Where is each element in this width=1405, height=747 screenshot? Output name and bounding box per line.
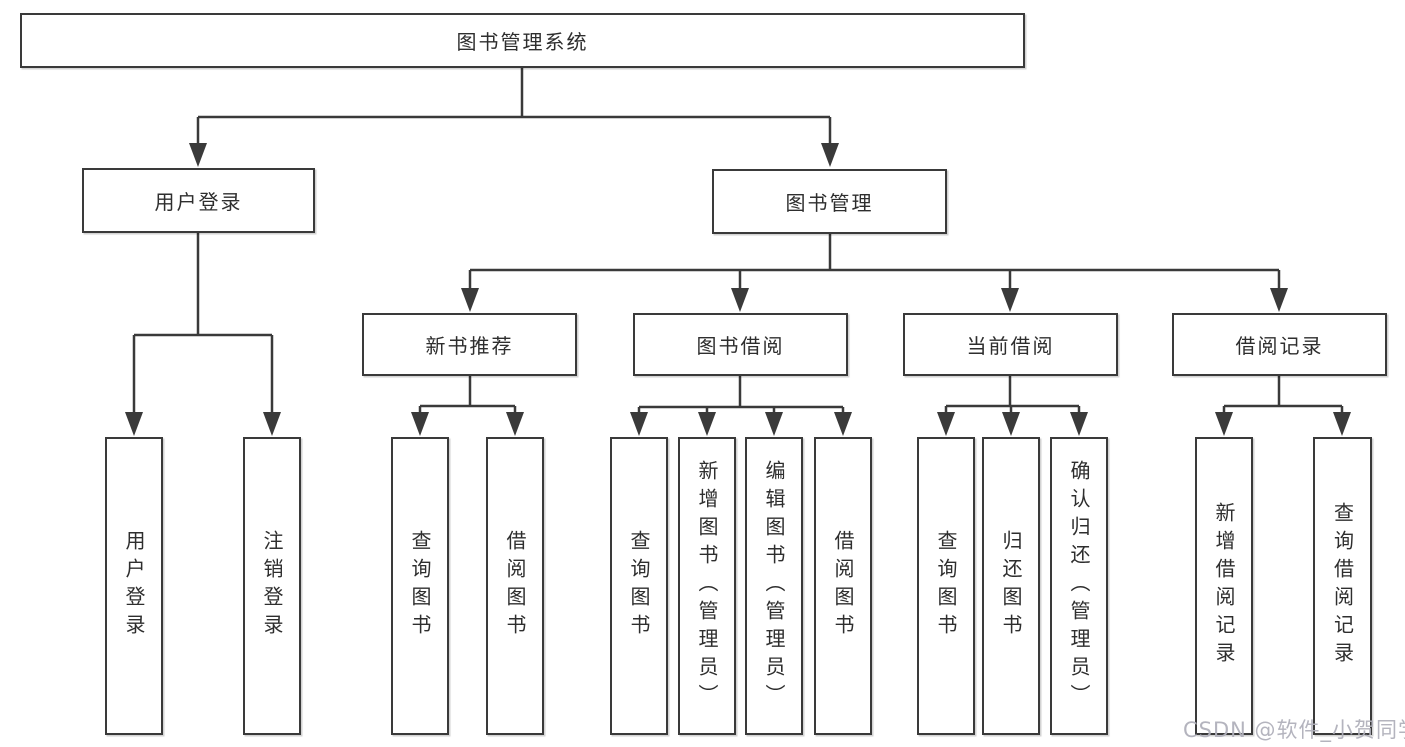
leaf-logout-login: 注销登录 [243, 437, 301, 735]
arrowheads [125, 143, 1351, 436]
leaf-logout-login-label: 注销登录 [260, 530, 284, 642]
leaf-newbook-borrow-books-label: 借阅图书 [503, 530, 527, 642]
node-new-book-recommend: 新书推荐 [362, 313, 577, 376]
leaf-borrow-edit-books-admin-label: 编辑图书（管理员） [762, 460, 786, 712]
leaf-borrow-query-books-label: 查询图书 [627, 530, 651, 642]
leaf-borrow-add-books-admin-label: 新增图书（管理员） [695, 460, 719, 712]
connector-lines [132, 68, 1344, 414]
node-current-borrow: 当前借阅 [903, 313, 1118, 376]
leaf-borrow-add-books-admin: 新增图书（管理员） [678, 437, 736, 735]
leaf-current-return-books-label: 归还图书 [999, 530, 1023, 642]
node-user-login: 用户登录 [82, 168, 315, 233]
leaf-current-confirm-return-admin: 确认归还（管理员） [1050, 437, 1108, 735]
leaf-current-query-books: 查询图书 [917, 437, 975, 735]
csdn-watermark: CSDN @软件_小贺同学 [1183, 718, 1405, 742]
leaf-record-add-borrow-record: 新增借阅记录 [1195, 437, 1253, 735]
leaf-current-return-books: 归还图书 [982, 437, 1040, 735]
leaf-current-query-books-label: 查询图书 [934, 530, 958, 642]
leaf-newbook-query-books-label: 查询图书 [408, 530, 432, 642]
node-library-management-system: 图书管理系统 [20, 13, 1025, 68]
leaf-borrow-borrow-books: 借阅图书 [814, 437, 872, 735]
node-book-borrow: 图书借阅 [633, 313, 848, 376]
leaf-record-add-borrow-record-label: 新增借阅记录 [1212, 502, 1236, 670]
leaf-user-login-label: 用户登录 [122, 530, 146, 642]
leaf-record-query-borrow-record-label: 查询借阅记录 [1330, 502, 1355, 670]
leaf-record-query-borrow-record: 查询借阅记录 [1313, 437, 1372, 735]
leaf-borrow-borrow-books-label: 借阅图书 [831, 530, 855, 642]
leaf-borrow-query-books: 查询图书 [610, 437, 668, 735]
node-book-management: 图书管理 [712, 169, 947, 234]
leaf-borrow-edit-books-admin: 编辑图书（管理员） [745, 437, 803, 735]
node-borrow-record: 借阅记录 [1172, 313, 1387, 376]
leaf-user-login: 用户登录 [105, 437, 163, 735]
leaf-current-confirm-return-admin-label: 确认归还（管理员） [1067, 460, 1091, 712]
leaf-newbook-query-books: 查询图书 [391, 437, 449, 735]
leaf-newbook-borrow-books: 借阅图书 [486, 437, 544, 735]
